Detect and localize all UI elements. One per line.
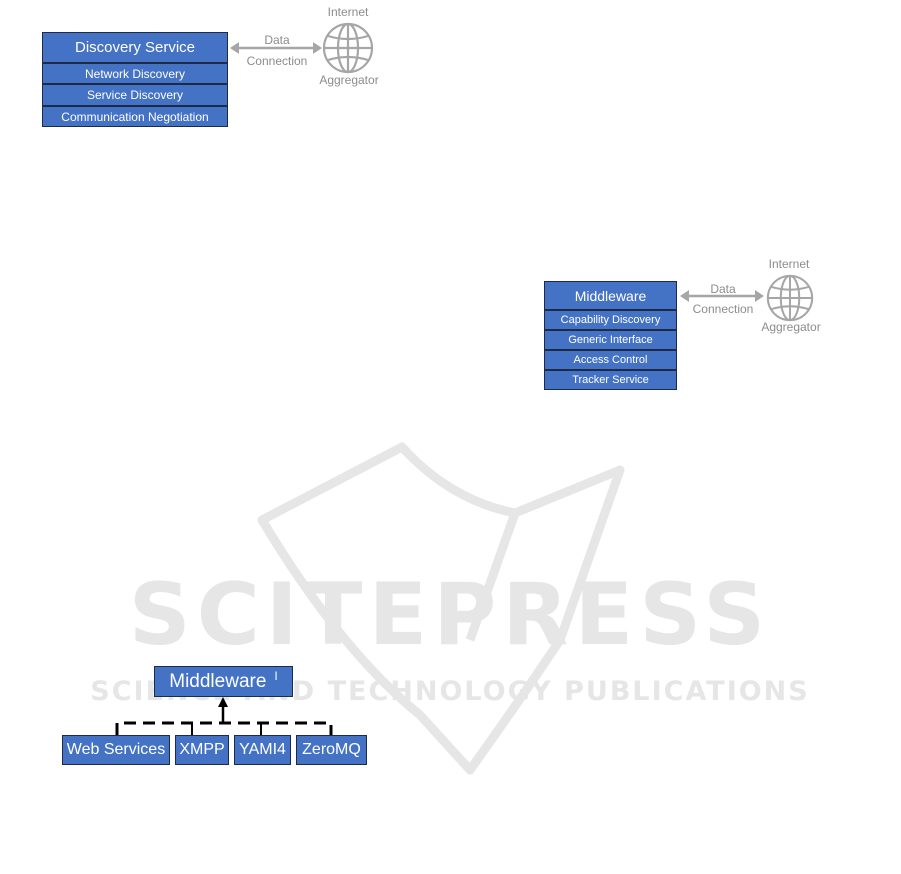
aggregator-label: Aggregator xyxy=(319,73,379,87)
double-arrow-icon xyxy=(230,42,322,54)
middleware-title: Middleware xyxy=(544,281,677,310)
aggregator-label: Aggregator xyxy=(761,320,821,334)
internet-label: Internet xyxy=(768,257,810,271)
discovery-row-network: Network Discovery xyxy=(42,63,228,84)
middleware-root: Middleware I xyxy=(154,666,293,697)
row-label: Communication Negotiation xyxy=(61,109,209,124)
data-label: Data xyxy=(710,282,736,296)
row-label: Access Control xyxy=(573,354,648,366)
row-label: Tracker Service xyxy=(572,374,649,386)
middleware-title-text: Middleware xyxy=(574,287,647,304)
protocol-xmpp: XMPP xyxy=(175,735,229,765)
connection-label: Connection xyxy=(692,302,754,316)
protocol-label: ZeroMQ xyxy=(302,741,361,758)
protocol-web-services: Web Services xyxy=(62,735,170,765)
connector-lines xyxy=(115,697,333,735)
data-connection-label: Data Connection xyxy=(240,30,314,72)
data-label: Data xyxy=(264,33,290,47)
row-label: Service Discovery xyxy=(86,88,184,102)
double-arrow-icon xyxy=(680,290,764,302)
middleware-row-capability: Capability Discovery xyxy=(544,310,677,330)
globe-icon xyxy=(766,274,814,322)
middleware-row-tracker: Tracker Service xyxy=(544,370,677,390)
data-connection-label: Data Connection xyxy=(686,279,760,319)
row-label: Generic Interface xyxy=(568,334,653,346)
middleware-row-access: Access Control xyxy=(544,350,677,370)
discovery-row-service: Service Discovery xyxy=(42,84,228,106)
middleware-row-interface: Generic Interface xyxy=(544,330,677,350)
discovery-service-title-text: Discovery Service xyxy=(74,39,196,56)
protocol-yami4: YAMI4 xyxy=(234,735,291,765)
discovery-service-title: Discovery Service xyxy=(42,32,228,63)
internet-label: Internet xyxy=(327,5,369,19)
row-label: Capability Discovery xyxy=(560,314,661,326)
protocol-label: YAMI4 xyxy=(239,741,286,758)
protocol-label: Web Services xyxy=(66,741,166,758)
protocol-zeromq: ZeroMQ xyxy=(296,735,367,765)
watermark-title: SCITEPRESS xyxy=(128,565,772,665)
discovery-row-communication: Communication Negotiation xyxy=(42,106,228,127)
globe-icon xyxy=(322,22,374,74)
middleware-root-marker: I xyxy=(274,669,278,683)
row-label: Network Discovery xyxy=(84,66,186,81)
middleware-root-text: Middleware xyxy=(169,670,267,692)
connection-label: Connection xyxy=(246,54,308,68)
protocol-label: XMPP xyxy=(179,741,225,758)
